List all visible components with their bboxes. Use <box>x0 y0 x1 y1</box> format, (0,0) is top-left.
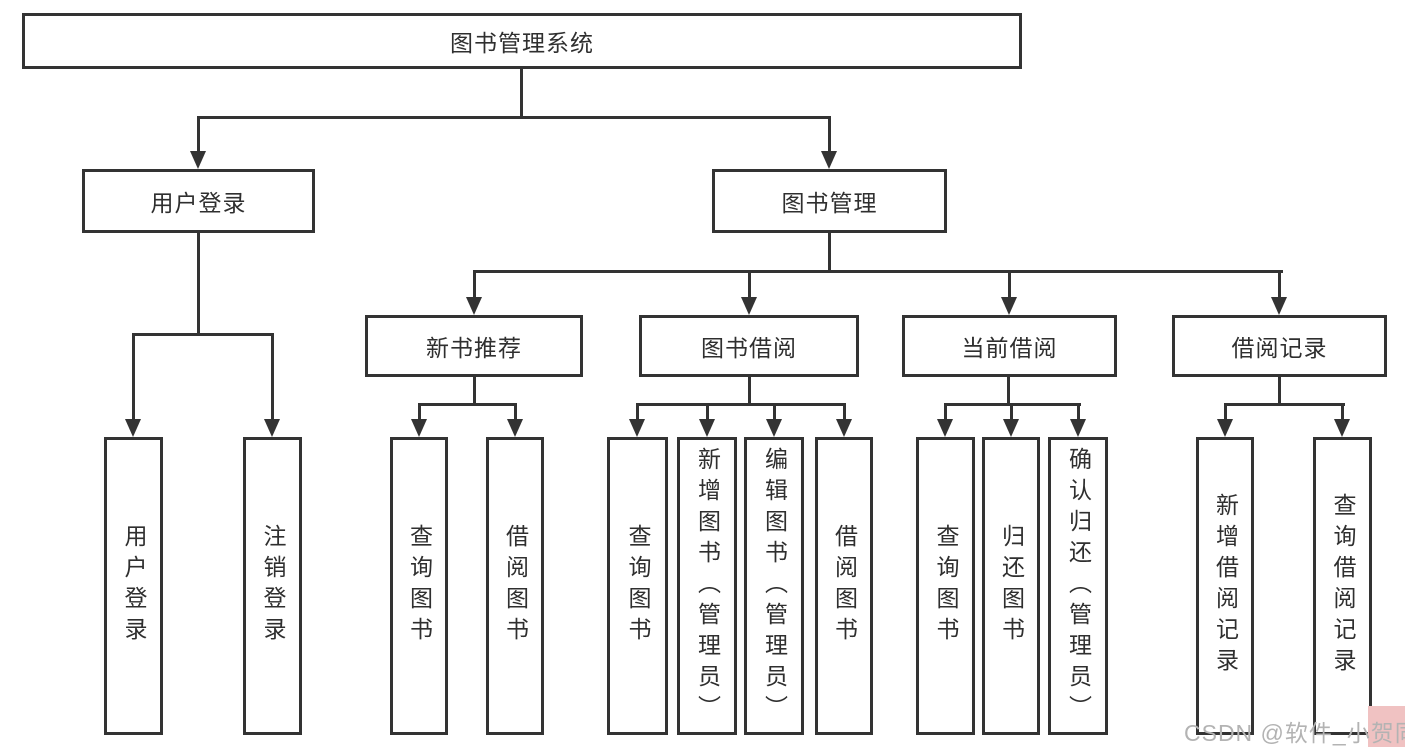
arrow-down-icon <box>741 297 757 315</box>
connector-line <box>1008 270 1011 300</box>
connector-line <box>706 403 709 422</box>
arrow-down-icon <box>411 419 427 437</box>
leaf-logout: 注销登录 <box>243 437 302 735</box>
connector-line <box>1010 403 1013 422</box>
connector-line <box>636 403 639 422</box>
leaf-borrow-books-recommend: 借阅图书 <box>486 437 544 735</box>
arrow-down-icon <box>190 151 206 169</box>
arrow-down-icon <box>699 419 715 437</box>
connector-line <box>773 403 776 422</box>
connector-line <box>197 116 200 154</box>
leaf-add-borrow-record: 新增借阅记录 <box>1196 437 1254 735</box>
connector-line <box>636 403 846 406</box>
connector-line <box>1278 377 1281 405</box>
leaf-user-login: 用户登录 <box>104 437 163 735</box>
node-new-book-recommend: 新书推荐 <box>365 315 583 377</box>
leaf-query-books-current: 查询图书 <box>916 437 975 735</box>
arrow-down-icon <box>821 151 837 169</box>
arrow-down-icon <box>1271 297 1287 315</box>
node-current-borrowing: 当前借阅 <box>902 315 1117 377</box>
connector-line <box>418 403 517 406</box>
connector-line <box>514 403 517 422</box>
connector-line <box>197 233 200 336</box>
node-root-library-system: 图书管理系统 <box>22 13 1022 69</box>
connector-line <box>520 69 523 119</box>
leaf-query-books-recommend: 查询图书 <box>390 437 448 735</box>
arrow-down-icon <box>466 297 482 315</box>
arrow-down-icon <box>1001 297 1017 315</box>
leaf-borrow-books: 借阅图书 <box>815 437 873 735</box>
connector-line <box>132 333 135 421</box>
connector-line <box>1278 270 1281 300</box>
arrow-down-icon <box>1217 419 1233 437</box>
connector-line <box>828 116 831 154</box>
arrow-down-icon <box>836 419 852 437</box>
connector-line <box>132 333 274 336</box>
connector-line <box>944 403 947 422</box>
connector-line <box>748 377 751 405</box>
leaf-query-borrow-record: 查询借阅记录 <box>1313 437 1372 735</box>
leaf-edit-books-admin: 编辑图书（管理员） <box>744 437 804 735</box>
leaf-return-books: 归还图书 <box>982 437 1040 735</box>
arrow-down-icon <box>1003 419 1019 437</box>
connector-line <box>473 270 1283 273</box>
connector-line <box>1224 403 1227 422</box>
leaf-confirm-return-admin: 确认归还（管理员） <box>1048 437 1108 735</box>
connector-line <box>271 333 274 421</box>
arrow-down-icon <box>264 419 280 437</box>
arrow-down-icon <box>629 419 645 437</box>
connector-line <box>843 403 846 422</box>
connector-line <box>1077 403 1080 422</box>
leaf-query-books-borrowing: 查询图书 <box>607 437 668 735</box>
connector-line <box>1007 377 1010 405</box>
connector-line <box>418 403 421 422</box>
connector-line <box>828 233 831 273</box>
arrow-down-icon <box>1070 419 1086 437</box>
arrow-down-icon <box>766 419 782 437</box>
connector-line <box>1224 403 1345 406</box>
node-user-login: 用户登录 <box>82 169 315 233</box>
node-book-borrowing: 图书借阅 <box>639 315 859 377</box>
connector-line <box>1341 403 1344 422</box>
connector-line <box>748 270 751 300</box>
arrow-down-icon <box>1334 419 1350 437</box>
connector-line <box>473 270 476 300</box>
node-borrowing-records: 借阅记录 <box>1172 315 1387 377</box>
arrow-down-icon <box>125 419 141 437</box>
csdn-watermark: CSDN @软件_小贺同学 <box>1184 720 1405 746</box>
connector-line <box>197 116 831 119</box>
leaf-add-books-admin: 新增图书（管理员） <box>677 437 737 735</box>
connector-line <box>473 377 476 405</box>
arrow-down-icon <box>937 419 953 437</box>
node-book-management: 图书管理 <box>712 169 947 233</box>
watermark-highlight-block <box>1368 706 1405 747</box>
arrow-down-icon <box>507 419 523 437</box>
